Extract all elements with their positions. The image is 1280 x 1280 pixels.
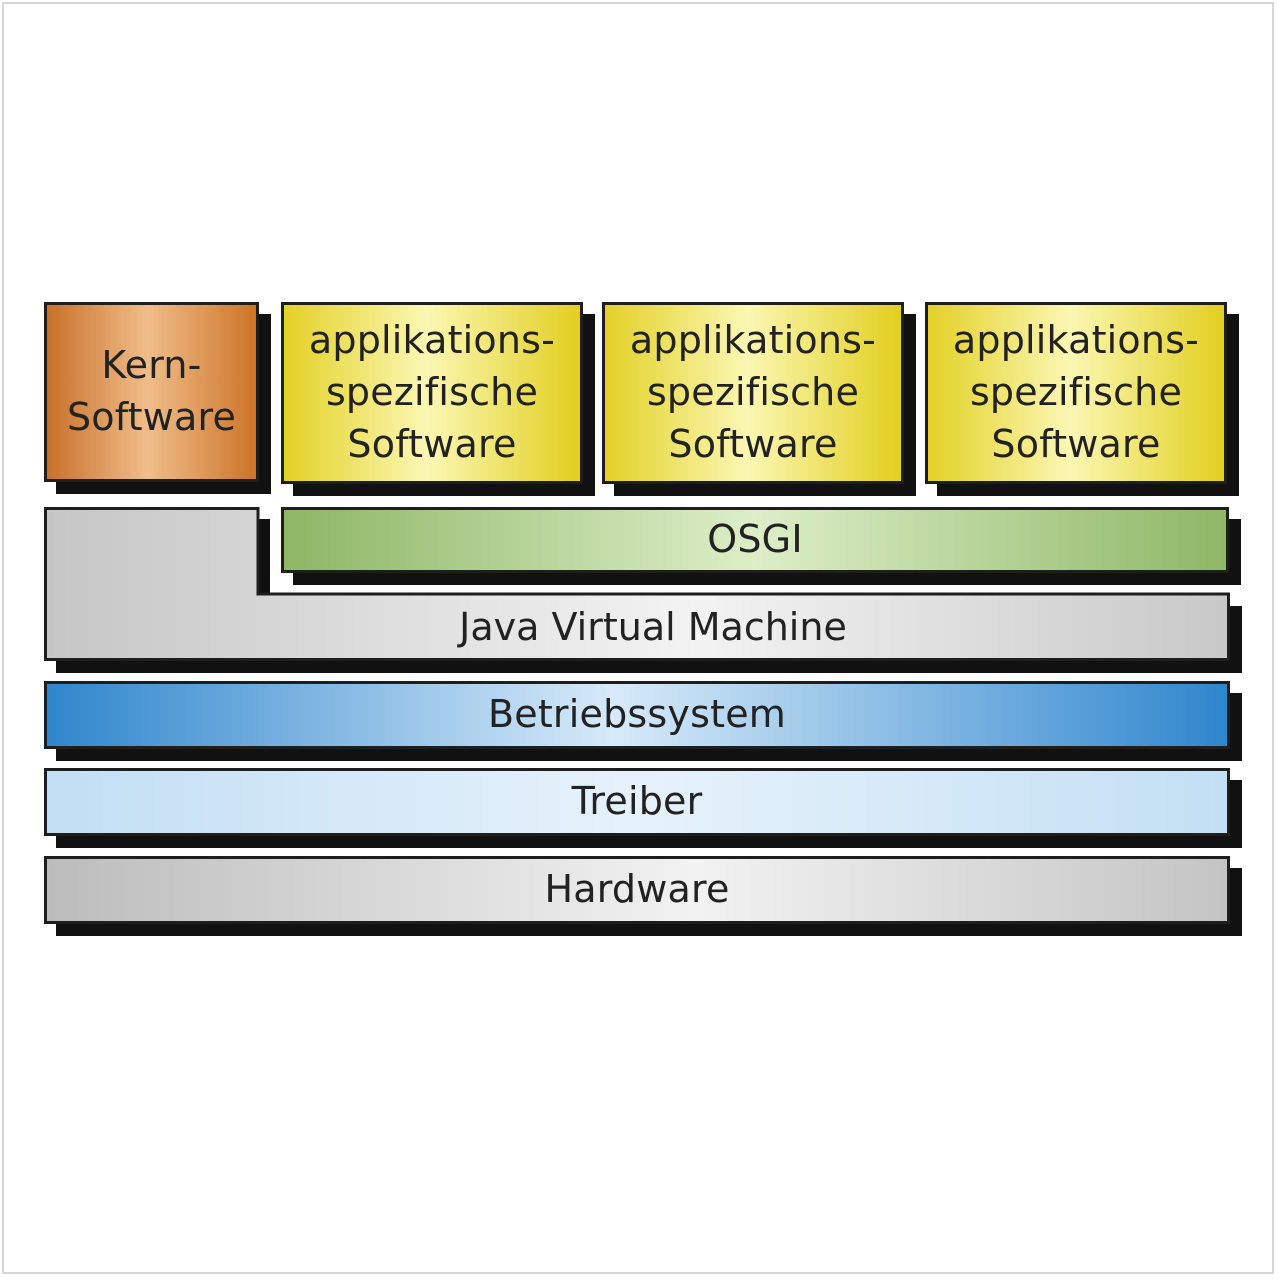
kern-software-block: Kern- Software xyxy=(44,302,259,482)
hardware-layer: Hardware xyxy=(44,856,1230,924)
treiber-label: Treiber xyxy=(571,779,703,824)
treiber-layer: Treiber xyxy=(44,768,1230,836)
betriebssystem-layer: Betriebssystem xyxy=(44,681,1230,749)
app-software-label-1: applikations- spezifische Software xyxy=(308,318,556,466)
osgi-layer: OSGI xyxy=(281,507,1229,573)
betriebssystem-label: Betriebssystem xyxy=(487,692,786,737)
app-software-block-2: applikations- spezifische Software xyxy=(602,302,904,484)
jvm-label: Java Virtual Machine xyxy=(459,605,847,649)
app-software-label-3: applikations- spezifische Software xyxy=(952,318,1200,466)
osgi-label: OSGI xyxy=(707,517,803,562)
app-software-label-2: applikations- spezifische Software xyxy=(629,318,877,466)
app-software-block-1: applikations- spezifische Software xyxy=(281,302,583,484)
app-software-block-3: applikations- spezifische Software xyxy=(925,302,1227,484)
hardware-label: Hardware xyxy=(544,867,730,912)
kern-software-label: Kern- Software xyxy=(66,343,237,439)
jvm-layer xyxy=(44,507,1242,673)
